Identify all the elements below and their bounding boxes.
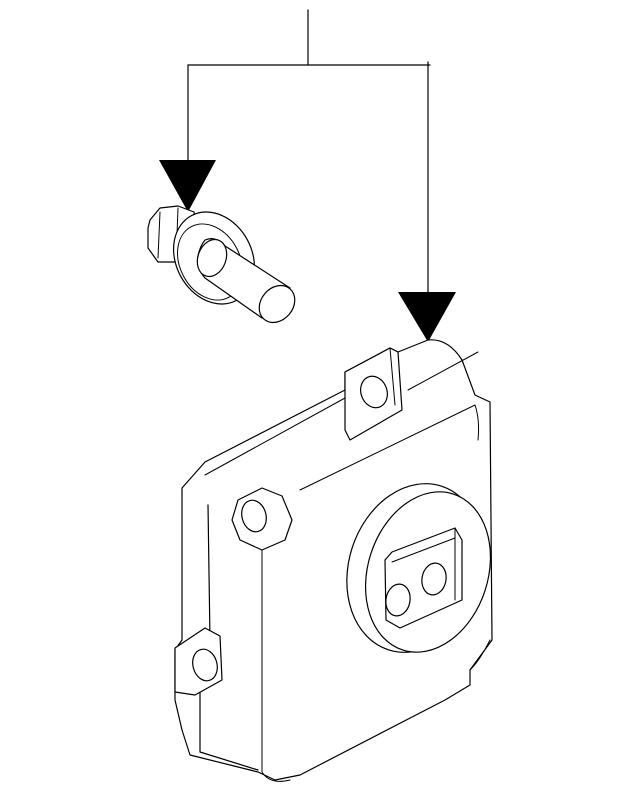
arrow-to-bolt (159, 160, 216, 212)
bolt-icon (147, 205, 296, 324)
arrow-to-unit (398, 292, 456, 342)
module-icon (174, 339, 493, 782)
callout-leader (159, 9, 456, 342)
